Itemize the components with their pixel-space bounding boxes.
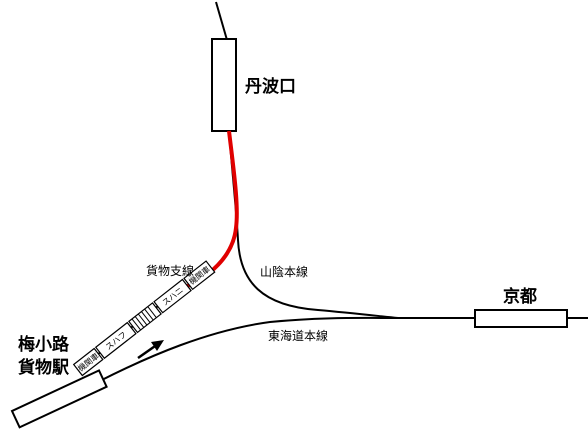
tokaido-main-line: [91, 316, 475, 386]
line-label-tokaido: 東海道本線: [268, 328, 328, 343]
kyoto-station-box: [474, 309, 568, 328]
train-car-locomotive-rear: [72, 347, 104, 377]
line-label-sanin: 山陰本線: [260, 264, 308, 279]
station-label-kyoto: 京都: [503, 286, 537, 307]
train-car-suhafu: [94, 321, 137, 360]
tambaguchi-station-box: [211, 38, 237, 132]
train-consist: 機関車 スハフ スハニ 機関車: [72, 260, 216, 377]
sanin-line-north: [215, 1, 228, 41]
station-label-umekoji-line2: 貨物駅: [18, 357, 70, 378]
sanin-main-line: [228, 130, 399, 319]
station-label-umekoji-line1: 梅小路: [18, 334, 70, 355]
direction-arrow-icon: [137, 340, 164, 360]
train-car-locomotive-front: [183, 260, 216, 291]
train-car-suhani: [153, 278, 192, 314]
train-car-coaches-hatched: [128, 302, 162, 334]
umekoji-station-box: [10, 369, 108, 429]
station-label-tambaguchi: 丹波口: [245, 76, 296, 97]
line-label-freight-branch: 貨物支線: [146, 263, 194, 278]
